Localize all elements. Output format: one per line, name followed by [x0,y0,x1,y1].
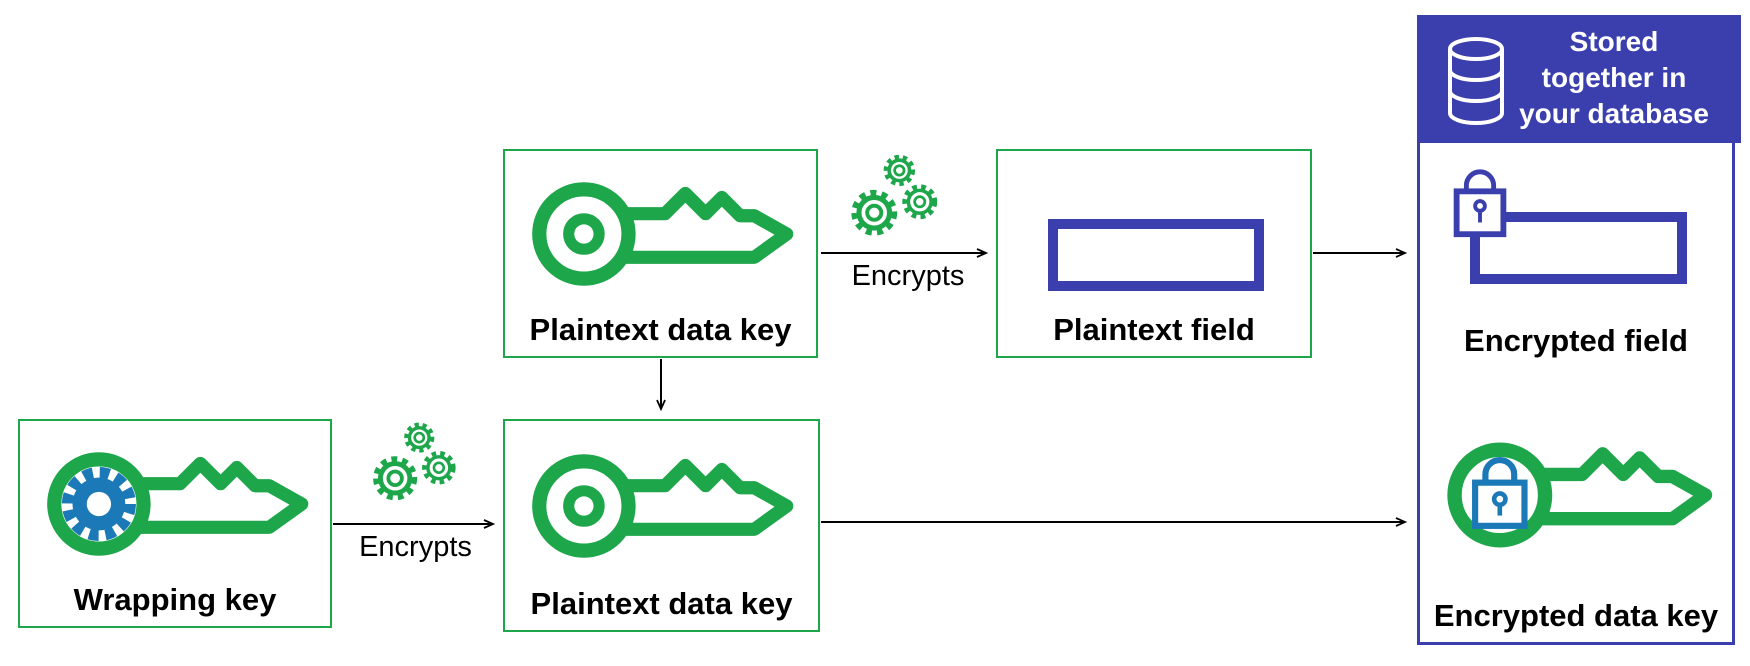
panel-header-text: Stored together in your database [1500,24,1728,132]
database-panel: Stored together in your database Encrypt… [1417,15,1741,645]
plaintext-data-key-box-top: Plaintext data key [503,149,818,358]
field-rectangle [1048,219,1264,291]
database-icon [1448,37,1504,125]
plaintext-data-key-label-top: Plaintext data key [529,312,792,347]
plaintext-field-box: Plaintext field [996,149,1312,358]
header-line-3: your database [1519,98,1709,129]
wrapping-key-box: Wrapping key [18,419,332,628]
plaintext-field-label: Plaintext field [1053,312,1255,347]
encryption-gears-icon-top [846,150,948,252]
encrypted-data-key-label: Encrypted data key [1433,598,1719,633]
database-panel-header: Stored together in your database [1417,15,1741,143]
wrapping-key-label: Wrapping key [73,582,277,617]
key-with-lock-icon [1440,423,1718,567]
encrypted-field-label: Encrypted field [1464,323,1688,358]
encrypts-label-top: Encrypts [851,260,965,292]
plaintext-data-key-box-bottom: Plaintext data key [503,419,820,632]
key-with-gear-icon [38,433,316,575]
encryption-gears-icon-bottom [368,418,466,516]
key-icon [523,163,801,305]
encrypts-label-bottom: Encrypts [359,531,472,563]
lock-icon [1448,166,1512,242]
key-icon [523,435,801,577]
header-line-1: Stored [1569,26,1659,57]
plaintext-data-key-label-bottom: Plaintext data key [530,586,793,621]
header-line-2: together in [1541,62,1687,93]
